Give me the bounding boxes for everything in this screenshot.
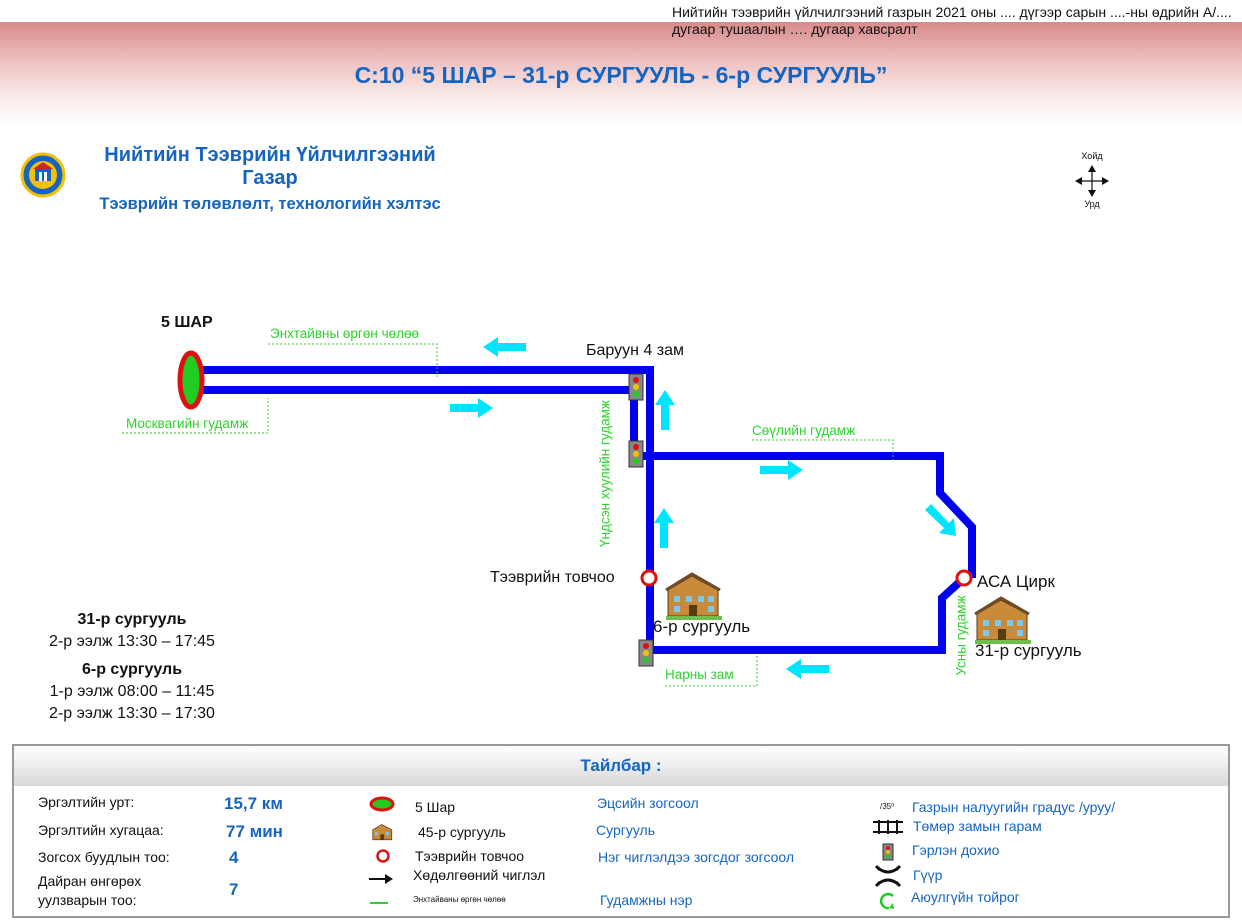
route-path-outbound (192, 366, 967, 654)
legend-terminal-label: 5 Шар (415, 799, 456, 815)
street-leaders (122, 343, 894, 687)
stat-length-value: 15,7 км (224, 794, 283, 813)
place-transport-hub: Тээврийн товчоо (490, 569, 615, 586)
route-line (192, 366, 976, 654)
arrow-west-icon (483, 337, 526, 357)
stat-stops-label: Зогсох буудлын тоо: (38, 849, 170, 865)
legend-traffic-light-label: Гэрлэн дохио (912, 842, 1000, 858)
route-map (122, 337, 1031, 687)
stat-duration-value: 77 мин (226, 822, 283, 841)
traffic-light-icon-2 (628, 440, 644, 468)
legend-bridge-label: Гүүр (913, 867, 943, 883)
legend-school-label: 45-р сургууль (418, 824, 506, 840)
traffic-light-icon-1 (628, 373, 644, 401)
legend-hub-label: Тээврийн товчоо (415, 848, 525, 864)
stat-intersections-label-1: Дайран өнгөрөх (38, 873, 142, 889)
stop-transport-hub-icon (640, 569, 658, 587)
legend-direction-label: Хөдөлгөөний чиглэл (413, 867, 546, 883)
street-moscow: Москвагийн гудамж (126, 416, 249, 431)
school-building-icon (372, 824, 393, 841)
org-name-line1: Нийтийн Тээврийн Үйлчилгээний (104, 144, 436, 166)
traffic-light-icon (882, 843, 894, 861)
terminal-ellipse-icon (369, 796, 395, 812)
stat-duration-label: Эргэлтийн хугацаа: (38, 822, 164, 838)
org-name-line2: Газар (242, 167, 298, 189)
legend-icons-col2 (873, 820, 903, 910)
street-narny-zam: Нарны зам (665, 667, 734, 682)
place-school-6: 6-р сургууль (653, 617, 751, 636)
direction-arrow-icon (369, 874, 393, 884)
stat-intersections-value: 7 (229, 880, 239, 899)
place-baruun-4-zam: Баруун 4 зам (586, 342, 684, 359)
school-6-building-icon (665, 572, 722, 620)
arrow-north-icon (655, 390, 675, 430)
slope-icon: /35⁰ (880, 802, 895, 811)
organization-logo-icon (20, 152, 66, 198)
schedule-school31-title: 31-р сургууль (77, 611, 187, 628)
arrow-west-icon-2 (786, 659, 829, 679)
legend-street-name: Гудамжны нэр (600, 892, 693, 908)
legend-school: Сургууль (596, 822, 656, 838)
arrow-southeast-icon (925, 504, 956, 536)
schedule-school31-shift2: 2-р ээлж 13:30 – 17:45 (49, 633, 215, 650)
legend-slope-label: Газрын налуугийн градус /уруу/ (912, 799, 1116, 815)
schedule-school6-shift2: 2-р ээлж 13:30 – 17:30 (49, 705, 215, 722)
traffic-light-icon-3 (638, 639, 654, 667)
legend-final-stop: Эцсийн зогсоол (597, 795, 699, 811)
street-seoul: Сөүлийн гудамж (752, 423, 856, 438)
org-name: Нийтийн Тээврийн Үйлчилгээний Газар (70, 144, 470, 190)
terminal-5-shar-icon (177, 350, 205, 410)
org-department: Тээврийн төлөвлөлт, технологийн хэлтэс (99, 195, 441, 213)
legend-header (14, 746, 1228, 786)
route-title: С:10 “5 ШАР – 31-р СУРГУУЛЬ - 6-р СУРГУУ… (354, 62, 888, 88)
compass-rose-icon (1075, 165, 1109, 197)
order-note: Нийтийн тээврийн үйлчилгээний газрын 202… (672, 4, 1232, 37)
legend-roundabout-label: Аюулгүйн тойрог (911, 889, 1020, 905)
street-undsen-huuli: Үндсэн хуулийн гудамж (597, 400, 613, 547)
schedule-school6-shift1: 1-р ээлж 08:00 – 11:45 (49, 683, 215, 700)
legend-one-way-stop: Нэг чиглэлдээ зогсдог зогсоол (598, 849, 795, 865)
compass-south-label: Урд (1084, 199, 1100, 209)
legend-railway-label: Төмөр замын гарам (913, 818, 1042, 834)
roundabout-icon (879, 892, 894, 910)
school-31-building-icon (974, 596, 1031, 644)
place-asa-circus: АСА Цирк (977, 572, 1055, 591)
header-band (0, 22, 1242, 127)
stat-length-label: Эргэлтийн урт: (38, 794, 135, 810)
stat-stops-value: 4 (229, 848, 239, 867)
schedule-school6-title: 6-р сургууль (81, 661, 183, 678)
place-school-31: 31-р сургууль (975, 641, 1082, 660)
railway-crossing-icon (873, 820, 903, 834)
arrow-east-icon (450, 398, 493, 418)
arrow-east-icon-2 (760, 460, 803, 480)
legend-title: Тайлбар : (580, 756, 662, 775)
legend-street-line-label: Энхтайваны өргөн чөлөө (413, 895, 506, 904)
bridge-icon (874, 864, 902, 888)
legend-icons-col1 (369, 796, 395, 904)
stat-intersections-label-2: уулзварын тоо: (38, 892, 137, 908)
route-path-return (192, 386, 976, 578)
stop-asa-circus-icon (955, 569, 973, 587)
arrow-north-icon-2 (654, 508, 674, 548)
direction-arrows (450, 337, 956, 679)
street-enkhtaivan: Энхтайвны өргөн чөлөө (270, 326, 420, 341)
street-usny: Усны гудамж (953, 595, 969, 676)
terminal-label: 5 ШАР (161, 314, 213, 331)
compass-north-label: Хойд (1081, 151, 1103, 161)
hub-circle-icon (376, 849, 390, 863)
